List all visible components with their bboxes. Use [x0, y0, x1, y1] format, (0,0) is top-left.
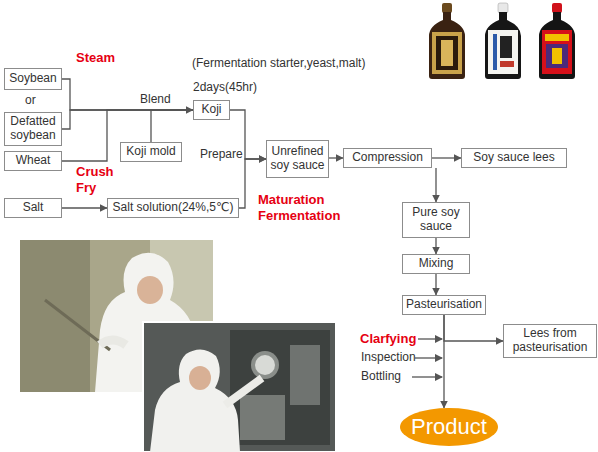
bottle-cap	[552, 3, 562, 13]
bottle-label-mark	[500, 36, 512, 58]
process-box: Pasteurisation	[402, 295, 486, 315]
gauge-face	[255, 355, 275, 375]
leader-arrow	[412, 376, 442, 377]
ingredient-box: Defatted soybean	[4, 112, 62, 146]
bottle-label-mark	[545, 34, 569, 41]
leader-arrow	[418, 338, 442, 339]
photo-shade	[20, 240, 90, 392]
bottle-body	[429, 12, 465, 79]
node-text: Compression	[352, 151, 423, 165]
flow-connector	[62, 110, 193, 161]
node-text: Mixing	[419, 257, 454, 271]
note-label: (Fermentation starter,yeast,malt)	[192, 56, 365, 70]
bottle-label-inner	[436, 36, 458, 70]
flow-connector	[62, 110, 193, 129]
node-text: Koji	[201, 103, 221, 117]
flow-connector	[62, 79, 193, 110]
product-ellipse: Product	[400, 408, 498, 446]
bottle-body	[539, 12, 575, 79]
process-box: Unrefined soy sauce	[266, 140, 329, 178]
gauge	[251, 351, 279, 379]
note-label: Inspection	[361, 350, 416, 364]
bottle-label-mark	[441, 40, 453, 66]
step-label: Clarfying	[360, 331, 416, 347]
flow-connector	[432, 157, 461, 158]
node-text: Salt solution(24%,5℃)	[113, 201, 234, 215]
flow-connector	[329, 157, 343, 158]
node-text: Wheat	[16, 154, 51, 168]
machine-panel	[290, 345, 320, 405]
ingredient-box: Koji mold	[120, 142, 182, 162]
process-box: Pure soy sauce	[402, 202, 470, 238]
process-box: Compression	[343, 148, 432, 168]
ingredient-box: Soybean	[4, 68, 62, 90]
note-label: or	[25, 93, 36, 107]
bottle-label	[542, 30, 572, 74]
flow-connector	[151, 110, 193, 142]
photo-worker-2	[143, 322, 336, 452]
process-box: Salt solution(24%,5℃)	[107, 198, 239, 218]
step-label: Crush Fry	[76, 164, 116, 195]
flow-connector	[62, 207, 107, 208]
node-text: Unrefined soy sauce	[267, 145, 328, 173]
flow-connector	[435, 238, 436, 254]
node-text: Product	[411, 414, 487, 439]
node-text: Koji mold	[126, 145, 175, 159]
node-text: Soy sauce lees	[473, 151, 554, 165]
worker-face	[137, 276, 163, 304]
leader-arrow	[415, 357, 442, 358]
ingredient-box: Salt	[4, 198, 62, 218]
ingredient-box: Wheat	[4, 151, 62, 171]
note-label: Prepare	[200, 147, 243, 161]
node-text: Soybean	[9, 72, 56, 86]
photo-background	[143, 322, 336, 452]
bottle-body	[485, 12, 521, 79]
process-box: Mixing	[402, 254, 470, 274]
bottle-label	[432, 32, 462, 74]
bottle-label-mark	[493, 34, 497, 70]
worker-arm	[225, 378, 262, 405]
node-text: Salt	[23, 201, 44, 215]
byproduct-box: Lees from pasteurisation	[503, 324, 597, 358]
ellipse-fill	[400, 408, 498, 446]
flow-connector	[435, 168, 436, 202]
note-label: Bottling	[361, 369, 401, 383]
note-label: 2days(45hr)	[193, 80, 257, 94]
worker-face	[189, 366, 211, 390]
bottle-cap	[498, 3, 508, 13]
note-label: Blend	[140, 92, 171, 106]
worker-arm	[100, 340, 126, 345]
node-text: Defatted soybean	[5, 115, 61, 143]
bottle-cap	[442, 3, 452, 13]
bottle-label	[488, 30, 518, 74]
flow-connector	[435, 274, 436, 295]
node-text: Lees from pasteurisation	[504, 327, 596, 355]
byproduct-box: Soy sauce lees	[461, 148, 567, 168]
bottle-label-mark	[546, 44, 568, 68]
node-text: Pure soy sauce	[403, 206, 469, 234]
step-label: Maturation Fermentation	[258, 192, 358, 223]
bottle-label-mark	[500, 61, 514, 67]
flow-connector	[444, 315, 503, 341]
step-label: Steam	[76, 50, 115, 66]
machine-part	[240, 395, 285, 440]
process-box: Koji	[193, 100, 230, 120]
bottle-label-mark	[552, 48, 562, 64]
bottle-illustration	[429, 3, 575, 79]
node-text: Pasteurisation	[406, 298, 482, 312]
